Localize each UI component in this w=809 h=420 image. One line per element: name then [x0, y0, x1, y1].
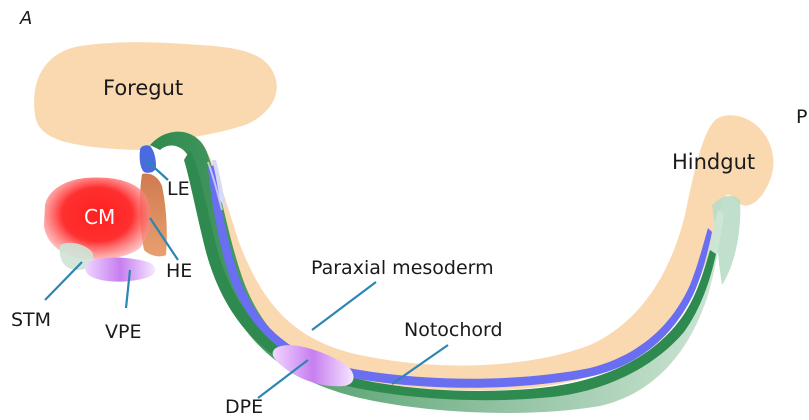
stm-leader: [45, 262, 82, 300]
paraxial-leader: [312, 282, 376, 330]
panel-label: A: [20, 10, 32, 28]
cut-off-label: P: [796, 108, 807, 127]
vpe-label: VPE: [105, 323, 141, 342]
he-label: HE: [166, 262, 192, 281]
dpe-label: DPE: [225, 398, 263, 417]
notochord-label: Notochord: [404, 321, 503, 340]
stm-label: STM: [11, 311, 51, 330]
vpe-region: [85, 258, 155, 282]
hindgut-label: Hindgut: [672, 152, 755, 173]
le-label: LE: [167, 180, 190, 199]
cm-label: CM: [84, 207, 115, 227]
paraxial-mesoderm-label: Paraxial mesoderm: [311, 259, 494, 278]
le-region: [140, 145, 156, 173]
foregut-label: Foregut: [103, 78, 183, 99]
